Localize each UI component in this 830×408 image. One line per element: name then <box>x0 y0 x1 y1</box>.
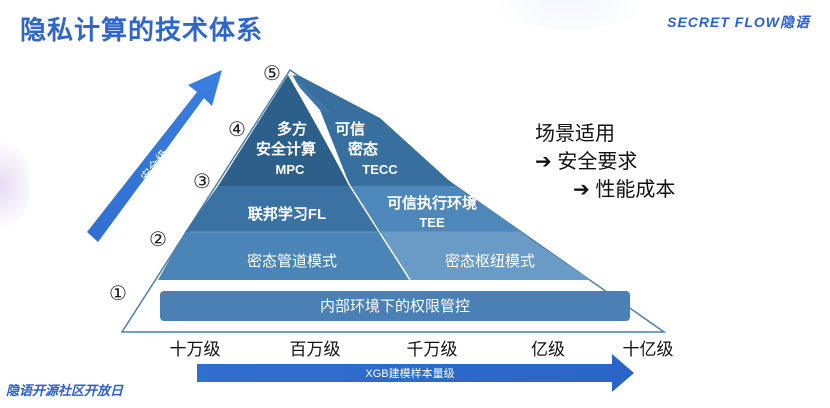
scale-tick: 十万级 <box>170 340 221 359</box>
level-marker: ⑤ <box>263 63 281 85</box>
tier-divider <box>349 185 411 281</box>
pipeline-mode-label: 密态管道模式 <box>247 253 337 270</box>
scenario-item: ➔ 安全要求 <box>535 148 675 176</box>
mpc-label-line2: 安全计算 <box>256 140 316 158</box>
arrow-right-icon: ➔ <box>535 151 552 173</box>
tee-label-line2: TEE <box>419 215 445 230</box>
tier-divider <box>289 71 351 187</box>
tecc-label-line3: TECC <box>362 162 398 177</box>
fl-label: 联邦学习FL <box>248 205 326 223</box>
footer-text: 隐语开源社区开放日 <box>6 383 124 398</box>
tier-pipeline <box>158 232 410 280</box>
level-marker: ② <box>149 229 167 251</box>
tier-tecc <box>290 75 455 186</box>
scenario-title: 场景适用 <box>535 123 615 145</box>
tee-label-line1: 可信执行环境 <box>387 194 477 212</box>
scenario-legend: 场景适用 ➔ 安全要求 ➔ 性能成本 <box>535 120 675 204</box>
tier-fl <box>185 186 382 232</box>
scenario-item: ➔ 性能成本 <box>535 176 675 204</box>
security-arrow <box>87 70 222 242</box>
scale-arrow <box>197 354 634 392</box>
scale-tick: 亿级 <box>531 340 565 359</box>
level-marker: ① <box>109 283 127 305</box>
mpc-label-line3: MPC <box>276 162 306 177</box>
scale-tick: 千万级 <box>407 340 458 359</box>
level-markers: ① ② ③ ④ ⑤ <box>109 63 281 305</box>
mpc-label-line1: 多方 <box>277 120 307 138</box>
tier-tee <box>350 186 520 232</box>
arrow-right-icon: ➔ <box>573 179 590 201</box>
scenario-item-label: 安全要求 <box>557 151 638 173</box>
level-marker: ④ <box>228 119 246 141</box>
page-title: 隐私计算的技术体系 <box>20 15 264 45</box>
tecc-label-line1: 可信 <box>335 120 365 138</box>
level-marker: ③ <box>193 171 211 193</box>
tier-mpc <box>218 75 350 186</box>
hub-mode-label: 密态枢纽模式 <box>445 253 535 270</box>
tecc-label-line2: 密态 <box>348 140 378 158</box>
brand-logo: SECRET FLOW隐语 <box>667 14 810 30</box>
base-bar <box>160 291 630 321</box>
scale-label: XGB建模样本量级 <box>365 366 454 380</box>
scale-tick: 十亿级 <box>623 340 674 359</box>
tier-hub <box>382 232 590 280</box>
scenario-item-label: 性能成本 <box>595 179 676 201</box>
base-label: 内部环境下的权限管控 <box>320 297 470 315</box>
scale-tick: 百万级 <box>290 340 341 359</box>
